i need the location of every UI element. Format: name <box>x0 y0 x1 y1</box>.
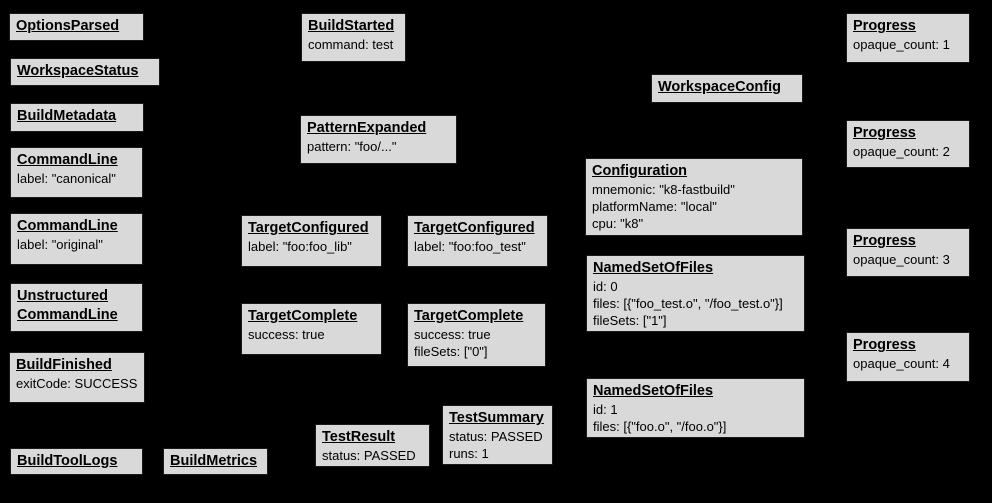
node-title: BuildToolLogs <box>17 453 118 469</box>
node-title: PatternExpanded <box>307 120 427 136</box>
node-target-configured-foo-lib: TargetConfigured label: "foo:foo_lib" <box>241 215 382 267</box>
node-detail: fileSets: ["1"] <box>593 313 667 328</box>
node-detail: opaque_count: 3 <box>853 252 950 267</box>
node-detail: runs: 1 <box>449 446 489 461</box>
node-title: TargetConfigured <box>414 220 535 236</box>
node-workspace-status: WorkspaceStatus <box>10 58 160 86</box>
node-detail: label: "canonical" <box>17 171 116 186</box>
node-title: BuildMetrics <box>170 453 258 469</box>
node-detail: platformName: "local" <box>592 199 717 214</box>
node-pattern-expanded: PatternExpanded pattern: "foo/..." <box>300 115 457 164</box>
node-title: OptionsParsed <box>16 18 120 34</box>
node-build-finished: BuildFinished exitCode: SUCCESS <box>9 352 145 403</box>
node-detail: cpu: "k8" <box>592 216 644 231</box>
node-title: NamedSetOfFiles <box>593 383 714 399</box>
node-detail: id: 1 <box>593 402 618 417</box>
node-target-configured-foo-test: TargetConfigured label: "foo:foo_test" <box>407 215 548 267</box>
node-detail: status: PASSED <box>322 448 416 463</box>
node-title: BuildFinished <box>16 357 112 373</box>
node-title: CommandLine <box>17 218 118 234</box>
node-named-set-of-files-1: NamedSetOfFiles id: 1 files: [{"foo.o", "/… <box>586 378 805 438</box>
node-build-tool-logs: BuildToolLogs <box>10 448 143 475</box>
node-detail: success: true <box>248 327 325 342</box>
node-title: Progress <box>853 337 916 353</box>
node-title: BuildStarted <box>308 18 395 34</box>
node-build-metadata: BuildMetadata <box>10 103 144 132</box>
node-title: TestResult <box>322 429 396 445</box>
node-detail: command: test <box>308 37 394 52</box>
node-detail: label: "foo:foo_test" <box>414 239 526 254</box>
node-named-set-of-files-0: NamedSetOfFiles id: 0 files: [{"foo_test.o… <box>586 255 805 332</box>
node-test-summary: TestSummary status: PASSED runs: 1 <box>442 405 553 465</box>
node-detail: opaque_count: 4 <box>853 356 950 371</box>
node-title: Progress <box>853 125 916 141</box>
node-progress-2: Progress opaque_count: 2 <box>846 120 970 168</box>
node-title: NamedSetOfFiles <box>593 260 714 276</box>
node-test-result: TestResult status: PASSED <box>315 424 430 467</box>
node-detail: exitCode: SUCCESS <box>16 376 138 391</box>
node-progress-3: Progress opaque_count: 3 <box>846 228 970 277</box>
node-detail: mnemonic: "k8-fastbuild" <box>592 182 735 197</box>
node-detail: fileSets: ["0"] <box>414 344 488 359</box>
node-title: WorkspaceStatus <box>17 63 139 79</box>
node-title: Progress <box>853 233 916 249</box>
node-detail: success: true <box>414 327 491 342</box>
node-configuration: Configuration mnemonic: "k8-fastbuild" pla… <box>585 158 803 236</box>
node-title: TestSummary <box>449 410 544 426</box>
node-build-metrics: BuildMetrics <box>163 448 268 475</box>
node-title: BuildMetadata <box>17 108 117 124</box>
node-detail: label: "original" <box>17 237 103 252</box>
node-workspace-config: WorkspaceConfig <box>651 74 803 103</box>
node-detail: label: "foo:foo_lib" <box>248 239 352 254</box>
node-title: TargetConfigured <box>248 220 369 236</box>
node-title: Progress <box>853 18 916 34</box>
node-build-started: BuildStarted command: test <box>301 13 406 62</box>
node-progress-1: Progress opaque_count: 1 <box>846 13 970 63</box>
node-detail: id: 0 <box>593 279 618 294</box>
node-detail: opaque_count: 1 <box>853 37 950 52</box>
node-target-complete-foo-lib: TargetComplete success: true <box>241 303 382 355</box>
node-detail: status: PASSED <box>449 429 543 444</box>
node-detail: opaque_count: 2 <box>853 144 950 159</box>
node-command-line-canonical: CommandLine label: "canonical" <box>10 147 143 198</box>
node-title: Configuration <box>592 163 688 179</box>
node-detail: files: [{"foo.o", "/foo.o"}] <box>593 419 727 434</box>
node-detail: pattern: "foo/..." <box>307 139 397 154</box>
node-title: TargetComplete <box>414 308 524 324</box>
node-progress-4: Progress opaque_count: 4 <box>846 332 970 382</box>
node-detail: files: [{"foo_test.o", "/foo_test.o"}] <box>593 296 783 311</box>
node-options-parsed: OptionsParsed <box>9 13 144 41</box>
node-title: CommandLine <box>17 152 118 168</box>
node-title: TargetComplete <box>248 308 358 324</box>
node-target-complete-foo-test: TargetComplete success: true fileSets: ["0… <box>407 303 546 367</box>
node-title: WorkspaceConfig <box>658 79 782 95</box>
node-command-line-original: CommandLine label: "original" <box>10 213 143 265</box>
